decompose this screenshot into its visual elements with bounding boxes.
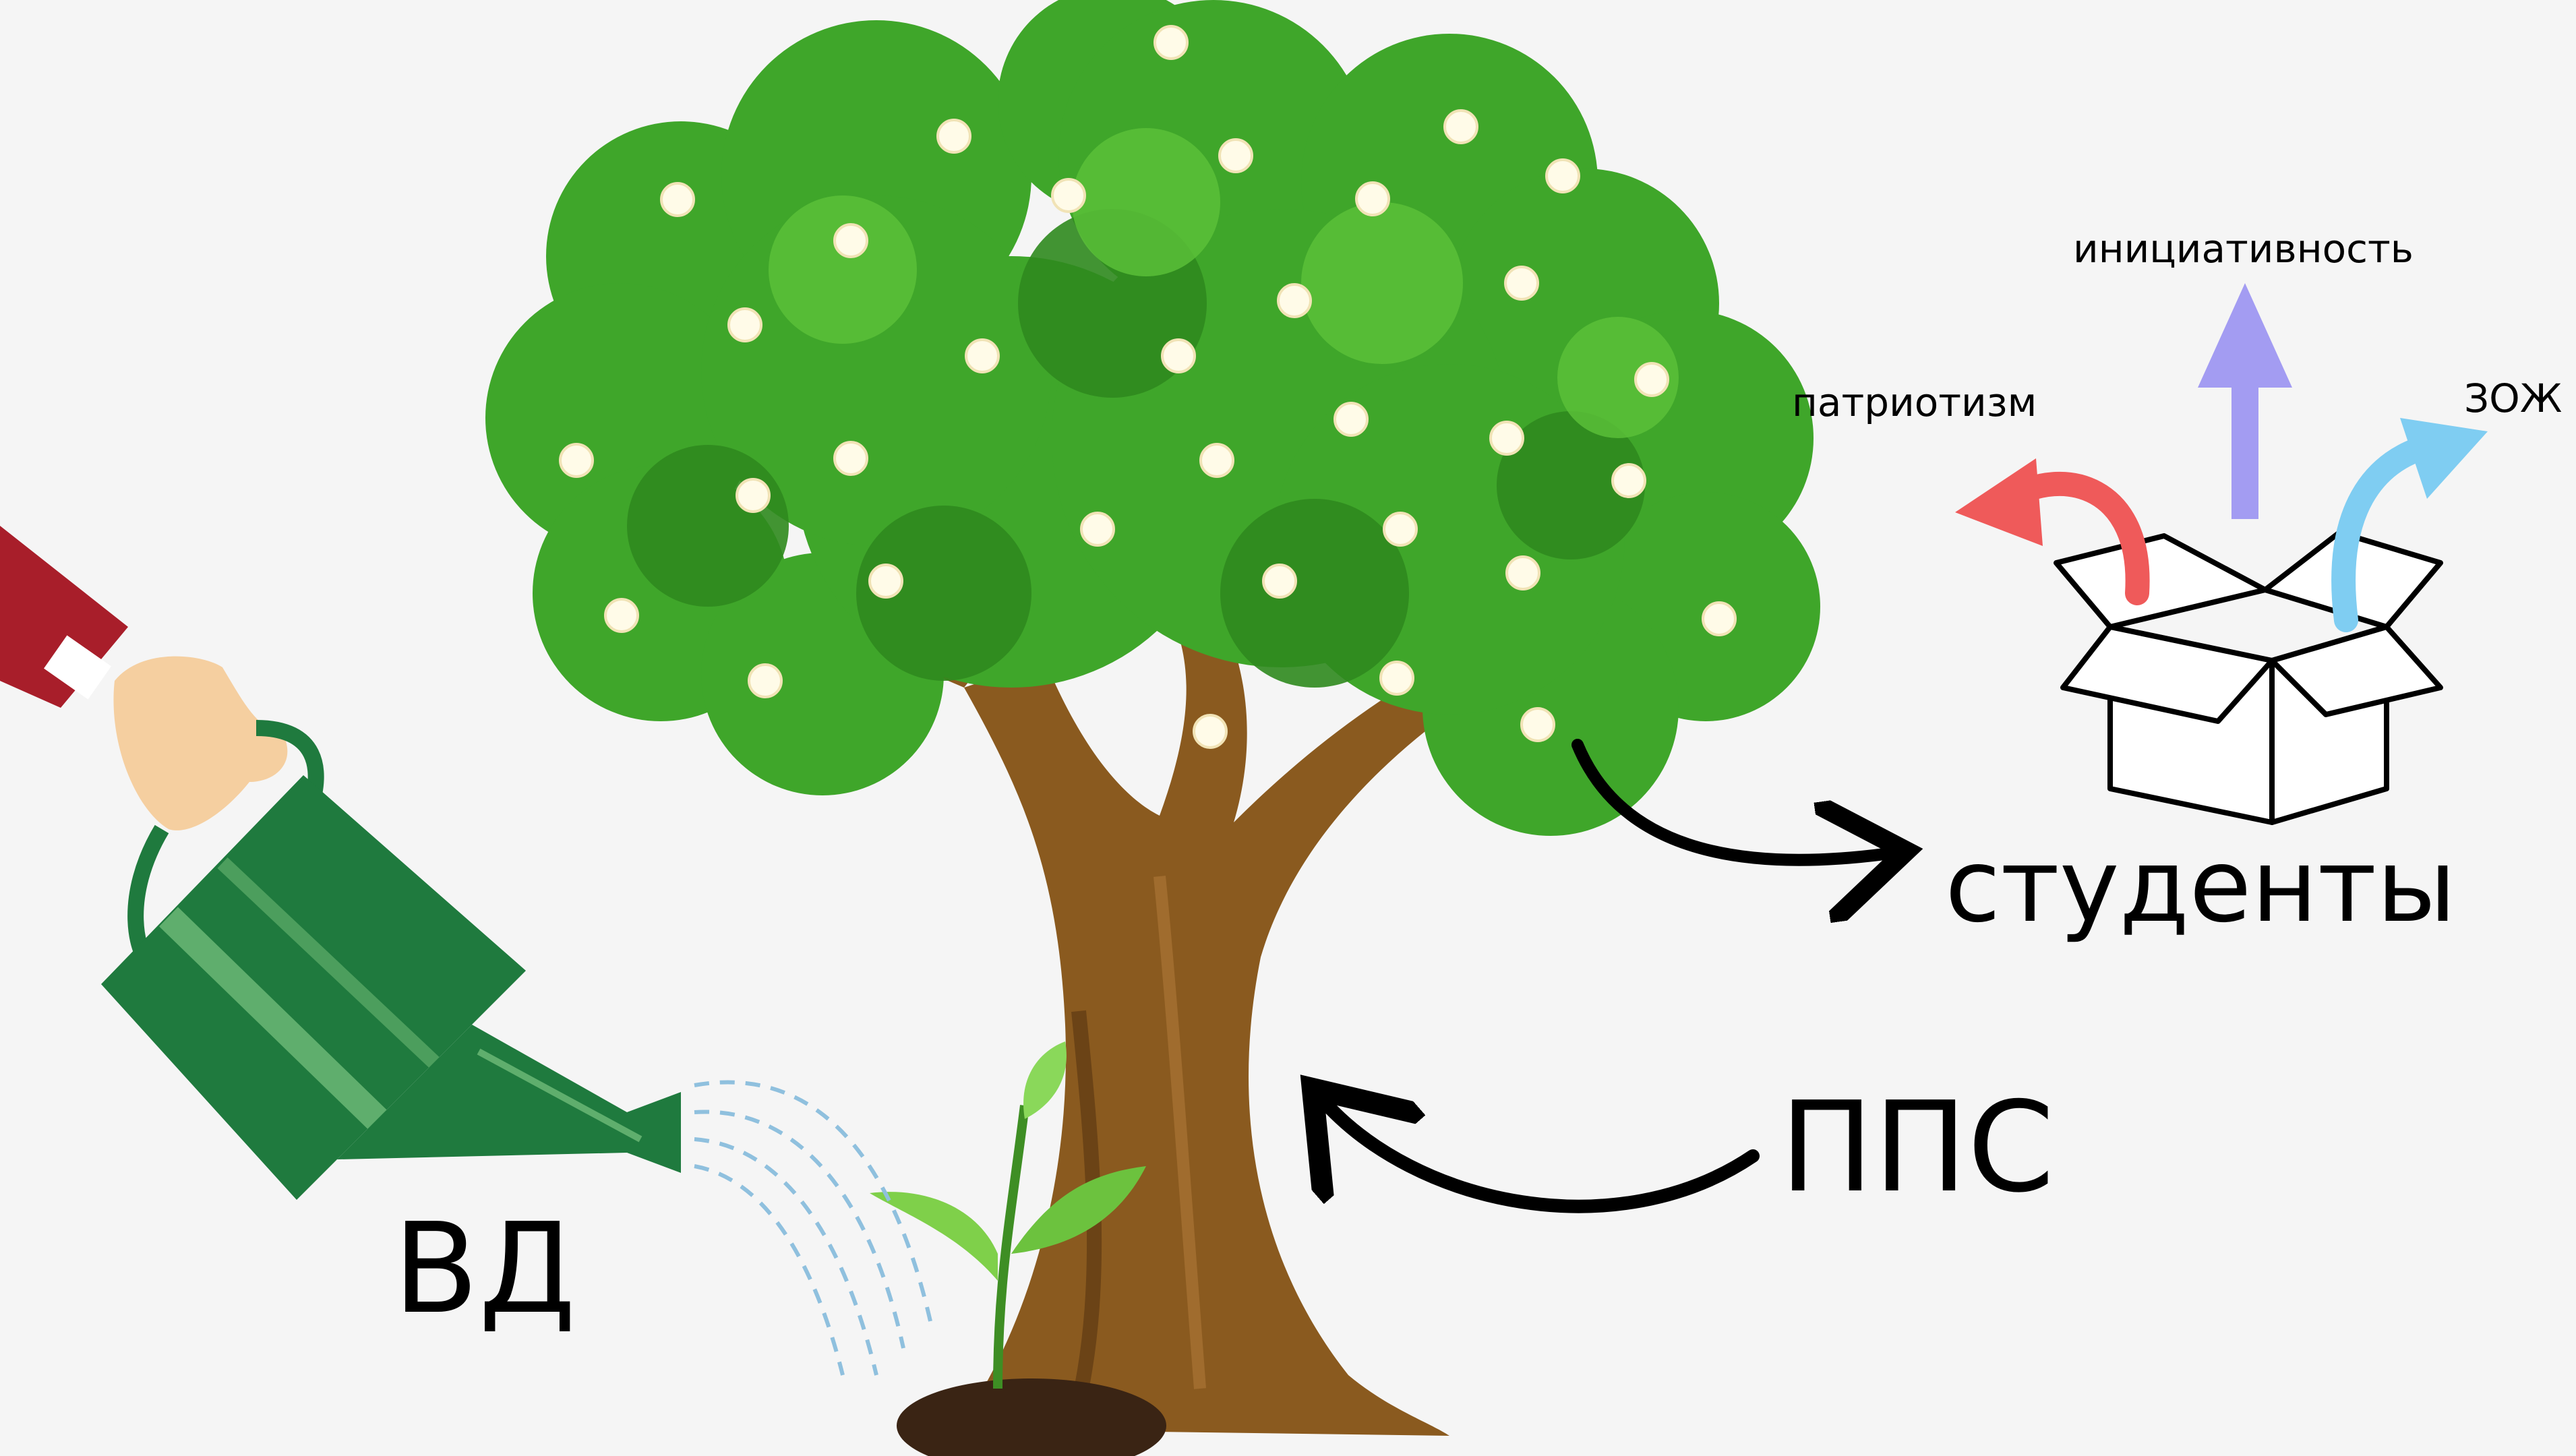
patriotism-arrow-icon [1955, 458, 2150, 605]
hand-icon [113, 656, 288, 830]
water-stream-icon [694, 1080, 932, 1376]
label-patriotism: патриотизм [1792, 380, 2037, 425]
label-zozh: ЗОЖ [2464, 375, 2563, 421]
watering-can-icon [0, 526, 681, 1200]
zozh-arrow-icon [2331, 418, 2488, 632]
label-pps: ППС [1780, 1074, 2055, 1220]
curved-arrow-icon [1321, 1099, 1760, 1213]
curved-arrow-icon [1571, 739, 1894, 860]
open-box-icon [2054, 530, 2443, 825]
initiative-arrow-icon [2198, 283, 2292, 519]
label-vd: ВД [393, 1196, 576, 1341]
tree-icon [485, 0, 1820, 1436]
label-initiative: инициативность [2073, 226, 2414, 272]
sprout-icon [870, 1041, 1166, 1456]
label-students: студенты [1945, 828, 2457, 945]
